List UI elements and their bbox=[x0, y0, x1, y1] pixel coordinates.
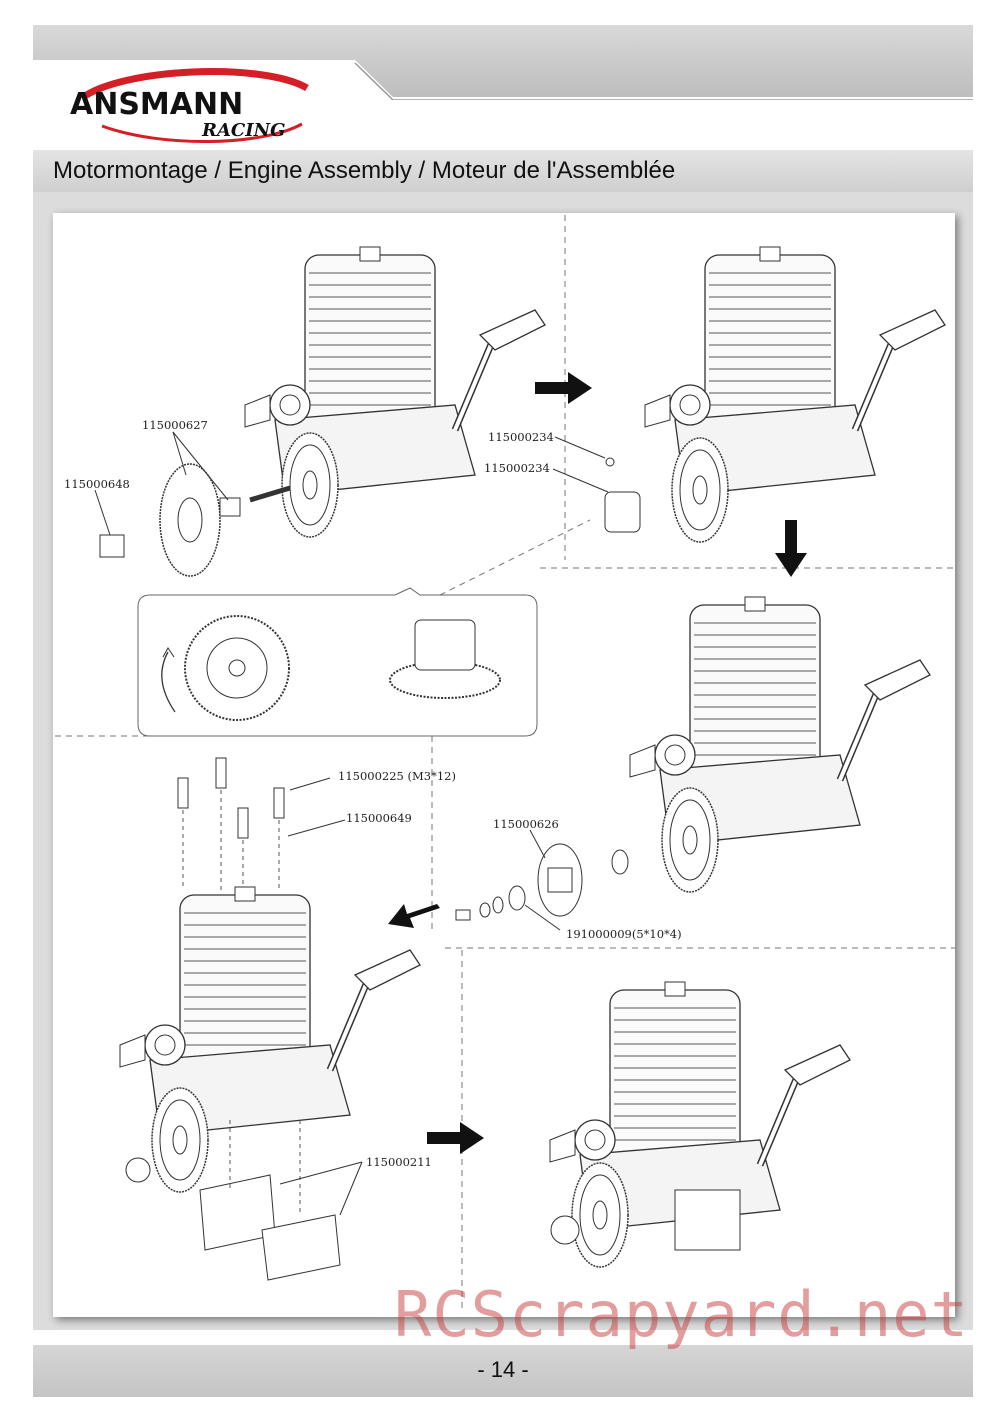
header-bar bbox=[33, 25, 973, 100]
part-label-115000627: 115000627 bbox=[142, 418, 208, 432]
part-label-115000225: 115000225 (M3*12) bbox=[338, 769, 456, 783]
engine-step-2 bbox=[604, 247, 945, 543]
watermark: RCScrapyard.net bbox=[394, 1278, 969, 1351]
nut bbox=[99, 534, 125, 558]
brand-logo: ANSMANN RACING bbox=[62, 66, 312, 146]
page-number: - 14 - bbox=[477, 1357, 529, 1382]
part-label-115000211: 115000211 bbox=[366, 1155, 432, 1169]
part-label-115000234-a: 115000234 bbox=[488, 430, 554, 444]
engine-step-1 bbox=[99, 247, 545, 577]
arrow-left bbox=[388, 904, 440, 928]
arrow-down bbox=[775, 520, 807, 577]
clutch-detail-callout bbox=[137, 587, 538, 737]
leader-lines bbox=[94, 431, 609, 1216]
logo-wordmark: ANSMANN bbox=[70, 87, 243, 122]
engine-mount-right bbox=[261, 1214, 341, 1281]
clutch-bell bbox=[159, 463, 221, 577]
step-arrows bbox=[388, 372, 807, 1154]
arrow-right-2 bbox=[427, 1122, 484, 1154]
footer-bar: - 14 - bbox=[33, 1345, 973, 1397]
engine-step-4 bbox=[120, 757, 420, 1281]
arrow-right-1 bbox=[535, 372, 592, 404]
section-title-bar: Motormontage / Engine Assembly / Moteur … bbox=[33, 150, 973, 194]
page-title: Motormontage / Engine Assembly / Moteur … bbox=[53, 157, 676, 184]
engine-step-3 bbox=[455, 597, 930, 921]
part-label-115000234-b: 115000234 bbox=[484, 461, 550, 475]
logo-subword: RACING bbox=[201, 120, 286, 141]
engine-step-5 bbox=[550, 982, 850, 1268]
part-label-115000626: 115000626 bbox=[493, 817, 559, 831]
part-label-115000648: 115000648 bbox=[64, 477, 130, 491]
part-label-191000009: 191000009(5*10*4) bbox=[566, 927, 682, 941]
clutch-shoe bbox=[604, 491, 641, 533]
part-label-115000649: 115000649 bbox=[346, 811, 412, 825]
